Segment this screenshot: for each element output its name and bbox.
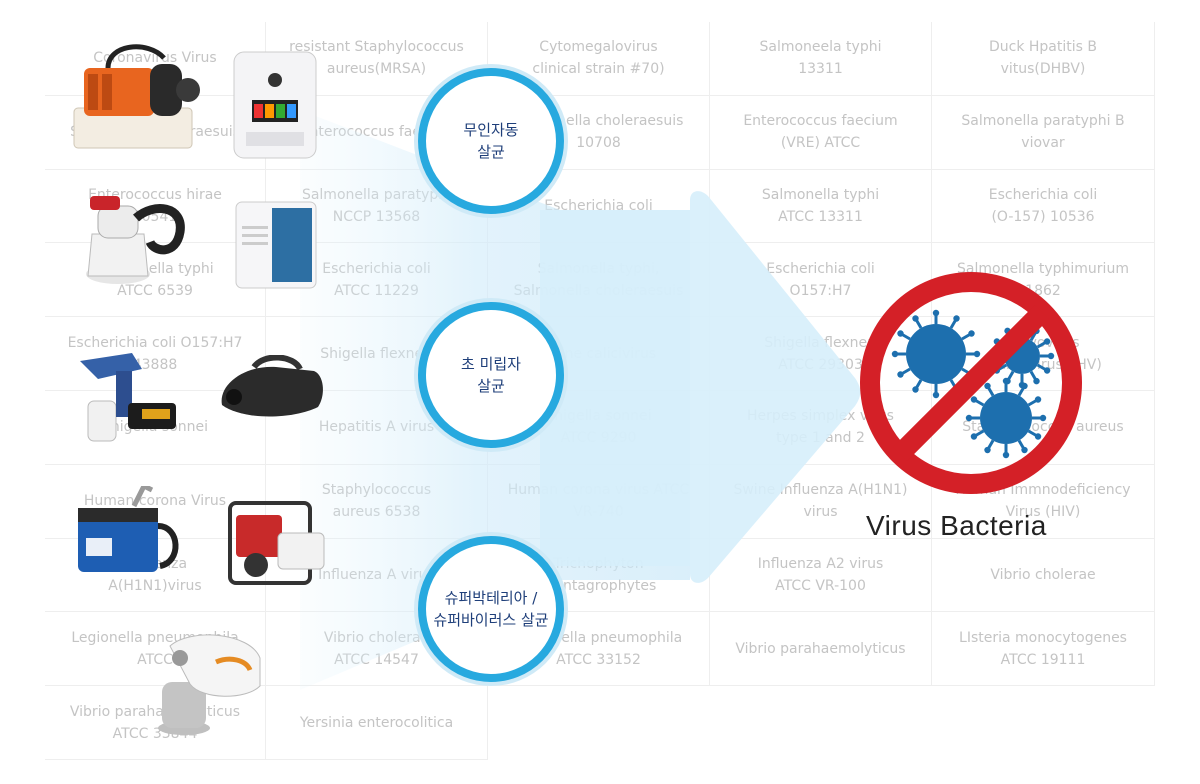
virus-spike-tip: [1043, 367, 1051, 374]
step-circle-superbug: 슈퍼박테리아 / 슈퍼바이러스 살균: [418, 536, 564, 682]
virus-spike-tip: [1047, 352, 1055, 360]
step-label: 무인자동 살균: [463, 121, 519, 161]
black-atomizer-icon: [221, 355, 323, 417]
step-label: 초 미립자 살균: [461, 355, 521, 395]
organism-cell: Influenza A2 virus ATCC VR-100: [710, 538, 932, 613]
handheld-sprayer-icon: [158, 634, 261, 735]
orange-fogger-icon: [73, 44, 200, 149]
organism-cell: Escherichia coli (O-157) 10536: [932, 169, 1155, 244]
organism-cell: LIsteria monocytogenes ATCC 19111: [932, 612, 1155, 687]
organism-cell: Cytomegalovirus clinical strain #70): [488, 22, 710, 96]
virus-spike-tip: [1039, 414, 1047, 422]
organism-cell: resistant Staphylococcus aureus(MRSA): [266, 22, 488, 96]
virus-spike-tip: [970, 433, 978, 440]
engine-sprayer-icon: [228, 501, 325, 585]
step-label: 슈퍼박테리아 / 슈퍼바이러스 살균: [433, 589, 549, 629]
organism-cell: Human corona virus ATCC VR-740: [488, 464, 710, 539]
spray-gun-icon: [80, 353, 176, 442]
virus-spike-tip: [984, 446, 991, 454]
organism-cell: Salmonella typhi ATCC 13311: [710, 169, 932, 244]
virus-spike-tip: [912, 386, 919, 393]
organism-cell: Salmonella paratyphi B viovar: [932, 95, 1155, 170]
virus-spike-tip: [1021, 446, 1028, 454]
step-circle-auto-sterilize: 무인자동 살균: [418, 68, 564, 214]
virus-spike-tip: [897, 371, 904, 378]
virus-spike-tip: [891, 350, 899, 358]
virus-spike-tip: [968, 330, 975, 337]
organism-cell: Salmoneela typhi 13311: [710, 22, 932, 96]
virus-spike-tip: [1034, 433, 1042, 440]
virus-spike-tip: [912, 315, 919, 322]
virus-spike-tip: [1002, 451, 1010, 459]
virus-spike-tip: [984, 382, 991, 390]
virus-spike-tip: [932, 391, 940, 399]
organism-cell: Salmonella typhi, Salmonella choleraesui…: [488, 243, 710, 318]
step-circle-fine-particle: 초 미립자 살균: [418, 302, 564, 448]
virus-spike-tip: [1034, 396, 1042, 403]
organism-cell: Yersinia enterocolitica: [266, 686, 488, 760]
virus-spike-tip: [932, 309, 940, 317]
virus-body: [980, 392, 1032, 444]
wall-sterilizer-icon: [235, 201, 317, 289]
virus-spike-tip: [1002, 377, 1010, 385]
virus-body: [906, 324, 966, 384]
virus-spike-tip: [1033, 377, 1040, 385]
organism-cell: Duck Hpatitis B vitus(DHBV): [932, 22, 1155, 96]
organism-cell: Vibrio cholerae: [932, 538, 1155, 613]
virus-spike-tip: [897, 330, 904, 337]
no-virus-icon: [860, 272, 1082, 494]
virus-spike-tip: [953, 315, 960, 322]
virus-spike-tip: [973, 350, 981, 358]
hose-fogger-icon: [86, 196, 185, 284]
result-title: Virus Bacteria: [866, 510, 1047, 541]
virus-spike-tip: [970, 396, 978, 403]
virus-spike-tip: [965, 414, 973, 422]
organism-cell: Vibrio parahaemolyticus: [710, 612, 932, 687]
virus-spike-tip: [1021, 382, 1028, 390]
white-sterilizer-icon: [233, 51, 317, 159]
organism-cell: Enterococcus faecium (VRE) ATCC: [710, 95, 932, 170]
tool-case-sprayer-icon: [78, 486, 179, 572]
organism-cell: Escherichia coli O157:H7 43888: [45, 317, 266, 391]
virus-spike-tip: [1043, 338, 1051, 345]
organism-cell: Salmonella typhimurium 1862: [932, 243, 1155, 318]
